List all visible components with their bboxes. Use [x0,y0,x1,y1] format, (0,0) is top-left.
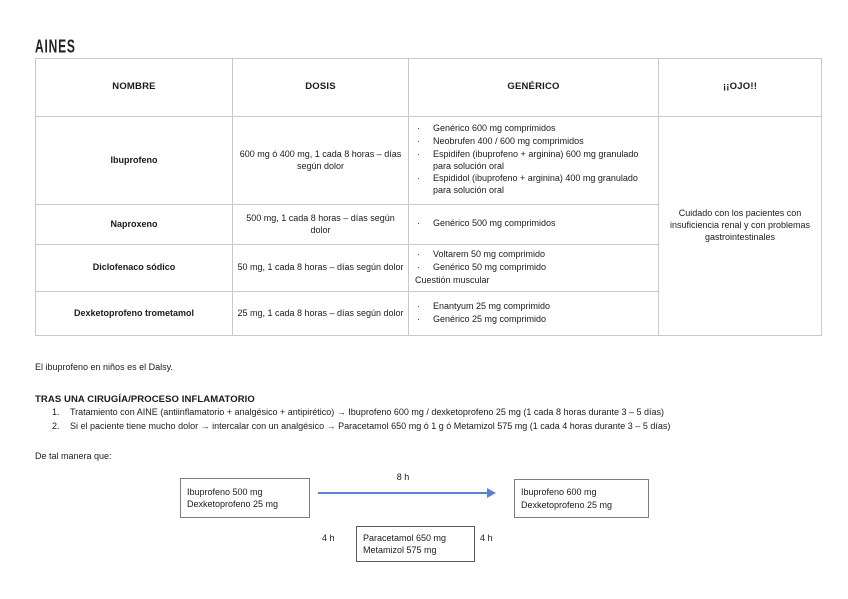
generico-bullet: Enantyum 25 mg comprimido [415,301,654,313]
generico-bullet: Genérico 50 mg comprimido [415,262,654,274]
item-text: Tratamiento con AINE (antiinflamatorio +… [70,407,665,417]
page-title: AINES [35,36,76,58]
cell-dosis: 50 mg, 1 cada 8 horas – días según dolor [232,244,409,292]
dalsy-note: El ibuprofeno en niños es el Dalsy. [35,362,173,372]
cell-nombre: Naproxeno [35,204,233,245]
cell-generico: Voltarem 50 mg comprimido Genérico 50 mg… [408,244,659,292]
box-line: Paracetamol 650 mg [363,532,447,543]
interval-label-left: 4 h [322,533,335,543]
cell-dosis: 600 mg ó 400 mg, 1 cada 8 horas – días s… [232,116,409,205]
table-row-dexketoprofeno: Dexketoprofeno trometamol 25 mg, 1 cada … [35,291,822,336]
cell-generico: Genérico 600 mg comprimidos Neobrufen 40… [408,116,659,205]
generico-bullet: Genérico 600 mg comprimidos [415,123,654,135]
col-header-nombre: NOMBRE [35,58,233,117]
box-line: Dexketoprofeno 25 mg [521,499,613,510]
cell-dosis: 25 mg, 1 cada 8 horas – días según dolor [232,291,409,336]
table-row-naproxeno: Naproxeno 500 mg, 1 cada 8 horas – días … [35,204,822,245]
generico-bullet: Espidifen (ibuprofeno + arginina) 600 mg… [415,149,654,172]
col-header-generico: GENÉRICO [408,58,659,117]
surgery-section-heading: TRAS UNA CIRUGÍA/PROCESO INFLAMATORIO [35,394,255,405]
col-header-dosis: DOSIS [232,58,409,117]
cell-ojo-note: Cuidado con los pacientes con insuficien… [658,116,822,336]
cell-generico: Enantyum 25 mg comprimido Genérico 25 mg… [408,291,659,336]
generico-bullet: Genérico 25 mg comprimido [415,314,654,326]
diagram-intro: De tal manera que: [35,451,112,461]
interval-label-right: 4 h [480,533,493,543]
item-text: Si el paciente tiene mucho dolor → inter… [70,421,671,431]
numbered-item-2: 2. Si el paciente tiene mucho dolor → in… [52,421,827,431]
table-header-row: NOMBRE DOSIS GENÉRICO ¡¡OJO!! [35,58,822,117]
diagram-box-analgesic: Paracetamol 650 mg Metamizol 575 mg [356,526,475,562]
box-line: Dexketoprofeno 25 mg [187,499,279,509]
aines-table: NOMBRE DOSIS GENÉRICO ¡¡OJO!! Ibuprofeno… [35,58,822,336]
box-line: Ibuprofeno 500 mg [187,486,263,497]
generico-bullet: Voltarem 50 mg comprimido [415,249,654,261]
table-row-ibuprofeno: Ibuprofeno 600 mg ó 400 mg, 1 cada 8 hor… [35,116,822,336]
cell-nombre: Ibuprofeno [35,116,233,205]
generico-bullet: Espididol (ibuprofeno + arginina) 400 mg… [415,173,654,196]
box-line: Metamizol 575 mg [363,545,437,555]
cell-nombre: Dexketoprofeno trometamol [35,291,233,336]
item-number: 1. [52,407,60,417]
right-arrow-head-icon [487,488,496,498]
diagram-box-next-dose: Ibuprofeno 600 mg Dexketoprofeno 25 mg [514,479,649,518]
col-header-ojo: ¡¡OJO!! [658,58,822,117]
generico-bullet: Neobrufen 400 / 600 mg comprimidos [415,136,654,148]
item-number: 2. [52,421,60,431]
cell-generico: Genérico 500 mg comprimidos [408,204,659,245]
box-line: Ibuprofeno 600 mg [521,487,597,498]
generico-bullet: Genérico 500 mg comprimidos [415,218,654,230]
generico-note: Cuestión muscular [415,274,490,285]
cell-nombre: Diclofenaco sódico [35,244,233,292]
diagram-box-initial-dose: Ibuprofeno 500 mg Dexketoprofeno 25 mg [180,478,310,518]
right-arrow-icon [318,492,488,494]
cell-dosis: 500 mg, 1 cada 8 horas – días según dolo… [232,204,409,245]
numbered-item-1: 1. Tratamiento con AINE (antiinflamatori… [52,407,827,417]
arrow-interval-label: 8 h [396,472,410,482]
